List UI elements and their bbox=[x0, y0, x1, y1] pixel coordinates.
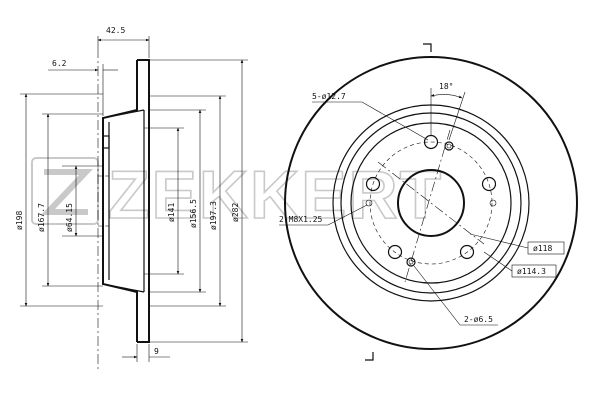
logo-emblem bbox=[31, 157, 99, 225]
dim-disc-thickness: 9 bbox=[154, 347, 159, 356]
callout-pilot-dia: ø118 bbox=[533, 244, 552, 253]
dim-dia-167-7: ø167.7 bbox=[37, 203, 46, 232]
brand-watermark: ZEKKERT bbox=[31, 156, 443, 234]
dim-dia-156-5: ø156.5 bbox=[189, 199, 198, 228]
leader-threaded-holes bbox=[279, 204, 368, 226]
leader-pilot-dia bbox=[469, 233, 529, 249]
angle-ref-line-2 bbox=[448, 91, 466, 141]
dim-dia-282: ø282 bbox=[231, 203, 240, 222]
bottom-center-mark bbox=[365, 352, 374, 361]
stud-hole-3 bbox=[459, 244, 475, 260]
disc-outer-profile bbox=[137, 59, 150, 343]
top-center-mark bbox=[423, 43, 432, 52]
leader-small-holes bbox=[413, 265, 498, 326]
logo-z-mark bbox=[41, 169, 93, 215]
angle-arc bbox=[430, 93, 463, 99]
stud-hole-5 bbox=[365, 176, 381, 192]
callout-threaded-holes: 2-M8X1.25 bbox=[279, 215, 323, 224]
callout-stud-holes: 5-ø12.7 bbox=[312, 92, 346, 101]
leader-stud-holes bbox=[312, 101, 429, 141]
front-diag-line-2 bbox=[404, 129, 451, 283]
dim-dia-197-3: ø197.3 bbox=[209, 201, 218, 230]
stud-hole-4 bbox=[387, 244, 403, 260]
front-view: 18° 5-ø12.7 2-M8X1.25 ø118 ø114.3 2-ø6.5 bbox=[279, 43, 578, 361]
leader-pcd bbox=[483, 251, 513, 272]
hub-bolt-hole bbox=[102, 135, 110, 149]
side-view: 42.5 6.2 9 ø198 ø167.7 ø64.15 ø141 ø156. bbox=[15, 26, 248, 370]
dim-dia-141: ø141 bbox=[167, 203, 176, 222]
callout-pcd: ø114.3 bbox=[517, 267, 546, 276]
small-hole-1-inner bbox=[446, 143, 452, 149]
hat-top-edge bbox=[102, 109, 145, 119]
threaded-hole-1 bbox=[365, 199, 373, 207]
brand-wordmark: ZEKKERT bbox=[108, 157, 443, 233]
callout-angle: 18° bbox=[439, 82, 453, 91]
disc-outer-circle bbox=[284, 56, 578, 350]
front-diag-line-1 bbox=[377, 161, 485, 245]
stud-hole-2 bbox=[481, 176, 497, 192]
small-hole-1 bbox=[444, 141, 454, 151]
dim-hub-offset: 6.2 bbox=[52, 59, 67, 68]
dim-dia-64-15: ø64.15 bbox=[65, 203, 74, 232]
center-bore bbox=[397, 169, 465, 237]
disc-hat-profile bbox=[102, 60, 138, 342]
callout-small-holes: 2-ø6.5 bbox=[464, 315, 493, 324]
dim-dia-198: ø198 bbox=[15, 211, 24, 230]
small-hole-2 bbox=[406, 257, 416, 267]
pcd-circle bbox=[369, 141, 493, 265]
small-hole-2-inner bbox=[408, 259, 414, 265]
dim-overall-width: 42.5 bbox=[106, 26, 125, 35]
threaded-hole-2 bbox=[489, 199, 497, 207]
hat-bottom-edge bbox=[102, 283, 145, 293]
